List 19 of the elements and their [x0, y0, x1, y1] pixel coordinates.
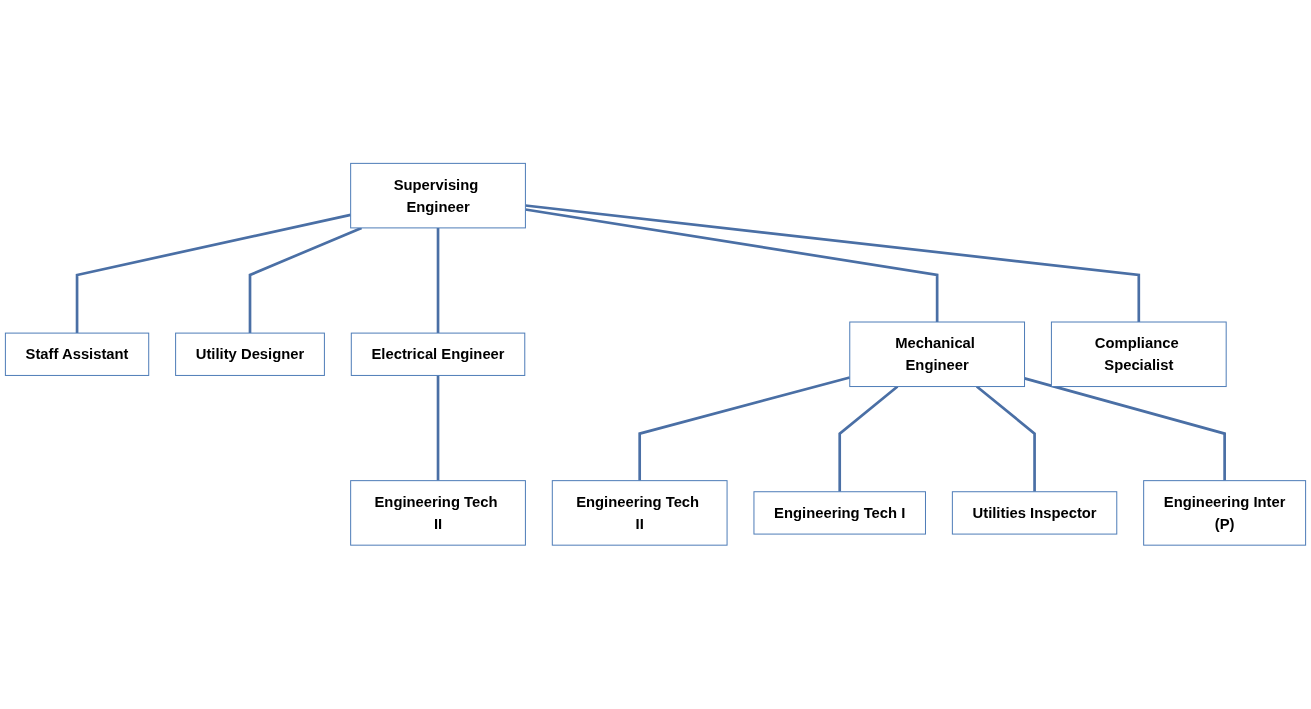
node-box: Staff Assistant	[4, 332, 150, 377]
node-box: Engineering Inter (P)	[1143, 480, 1307, 546]
connector	[525, 208, 939, 323]
connector	[436, 375, 440, 481]
node-box: Mechanical Engineer	[849, 321, 1026, 388]
connector	[975, 385, 1036, 492]
connector	[838, 385, 899, 492]
node-box: Utilities Inspector	[951, 491, 1118, 535]
connector	[75, 213, 351, 334]
connector	[525, 204, 1141, 323]
node-box: Engineering Tech II	[551, 480, 728, 546]
node-box: Compliance Specialist	[1050, 321, 1227, 388]
node-box: Electrical Engineer	[350, 332, 526, 377]
connector	[1024, 377, 1226, 481]
node-box: Engineering Tech I	[753, 491, 926, 535]
node-box: Engineering Tech II	[350, 480, 526, 546]
node-box: Supervising Engineer	[350, 163, 526, 229]
connector	[436, 228, 440, 334]
node-box: Utility Designer	[175, 332, 325, 377]
